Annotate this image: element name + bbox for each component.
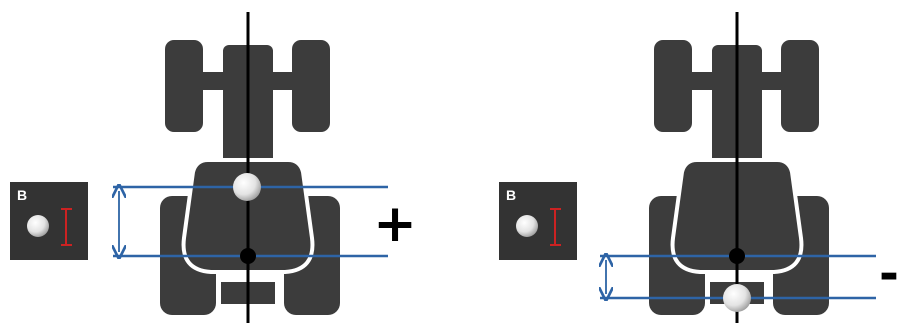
right-b-button-icon[interactable]: B (499, 182, 577, 260)
left-plus-sign: + (373, 194, 417, 254)
left-pivot-dot (240, 248, 256, 264)
left-b-button-icon[interactable]: B (10, 182, 88, 260)
right-front-right-wheel (781, 40, 819, 132)
left-panel: B (10, 12, 417, 323)
right-button-letter: B (506, 187, 516, 203)
right-minus-sign: - (879, 246, 899, 302)
left-front-left-wheel (165, 40, 203, 132)
right-reference-ball (723, 284, 751, 312)
right-front-left-wheel (654, 40, 692, 132)
right-panel: B - (499, 12, 899, 323)
right-tractor (649, 40, 829, 315)
left-button-letter: B (17, 187, 27, 203)
right-pivot-dot (729, 248, 745, 264)
left-front-right-wheel (292, 40, 330, 132)
left-reference-ball (233, 173, 261, 201)
